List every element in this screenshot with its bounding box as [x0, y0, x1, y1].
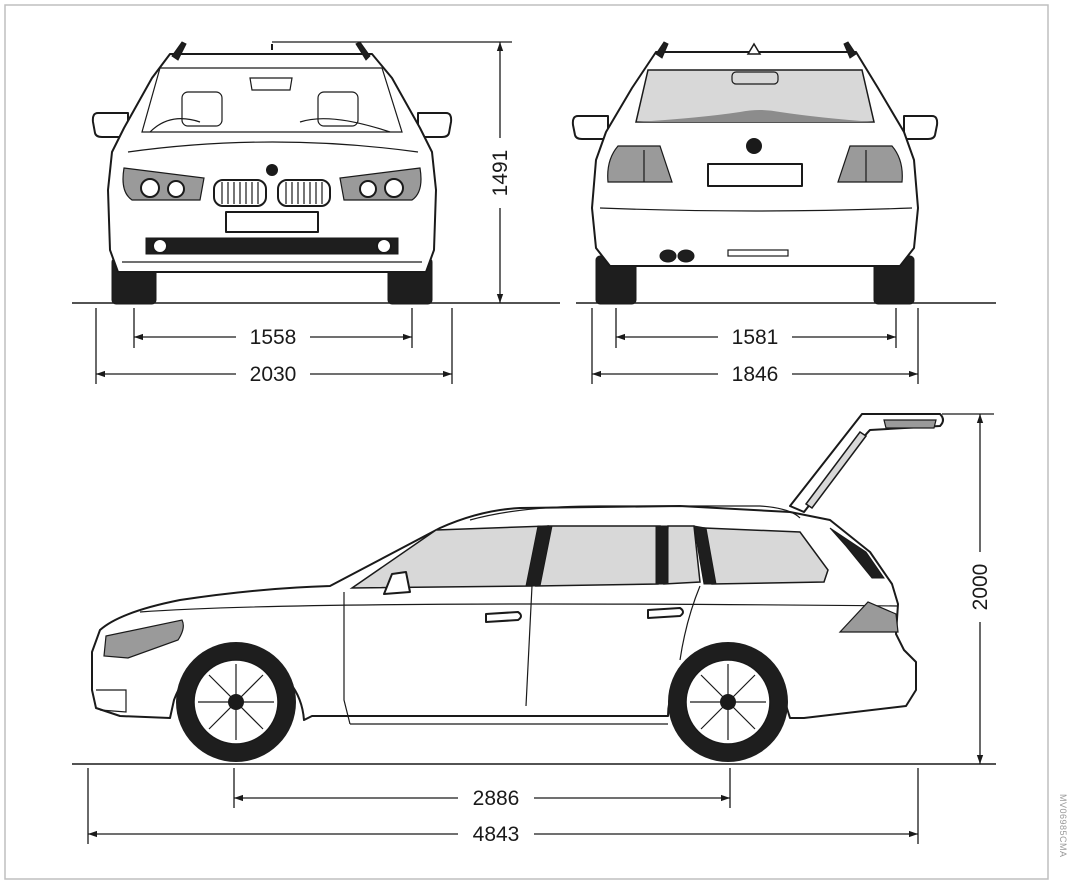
dim-front-width-label: 2030 [250, 363, 297, 386]
rear-view [571, 41, 996, 305]
side-view [72, 413, 996, 765]
dim-wheelbase-label: 2886 [473, 787, 520, 810]
dim-front-track-label: 1558 [250, 326, 297, 349]
dim-open-height-label: 2000 [969, 564, 992, 611]
diagram-border [4, 4, 1049, 880]
dim-height-label: 1491 [489, 150, 512, 197]
drawing-code: MV06985CMA [1058, 794, 1068, 858]
dim-length-label: 4843 [473, 823, 520, 846]
dim-rear-track-label: 1581 [732, 326, 779, 349]
front-view [72, 41, 560, 305]
dim-rear-width-label: 1846 [732, 363, 779, 386]
